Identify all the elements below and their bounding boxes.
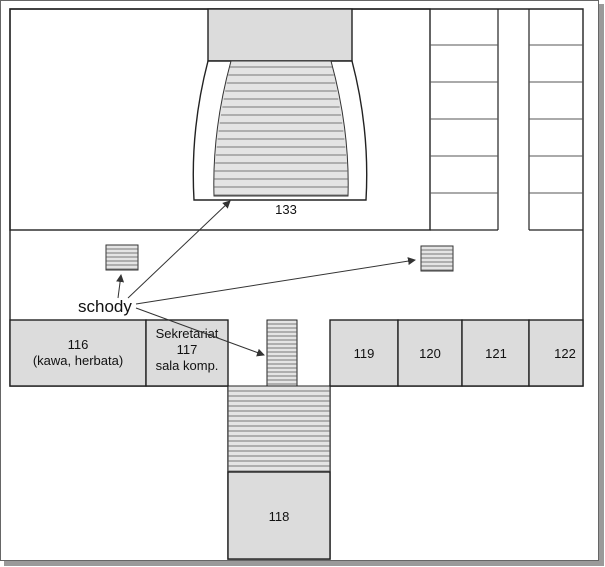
room-119 xyxy=(329,319,399,387)
room-118 xyxy=(227,471,331,560)
room-120-number: 120 xyxy=(419,346,441,361)
room-122 xyxy=(528,319,584,387)
center-stairs-narrow xyxy=(266,319,298,387)
room-118-number: 118 xyxy=(269,509,290,524)
room-117 xyxy=(145,319,229,387)
arrow-to-right-stairs xyxy=(135,257,416,305)
lower-stairs-steps xyxy=(228,390,330,472)
right-grid-cells xyxy=(430,44,583,194)
small-stairs-left xyxy=(105,244,139,271)
arrow-to-center-stairs xyxy=(135,307,265,357)
room-121-number: 121 xyxy=(485,346,507,361)
auditorium-label: 133 xyxy=(275,202,297,217)
center-stairs-steps xyxy=(267,323,297,385)
arrow-to-left-stairs xyxy=(116,274,125,299)
auditorium-stage xyxy=(207,8,353,62)
room-121 xyxy=(461,319,530,387)
room-116-note: (kawa, herbata) xyxy=(33,353,123,368)
lower-stairs xyxy=(227,385,331,473)
room-116 xyxy=(9,319,147,387)
room-117-title: Sekretariat xyxy=(156,326,219,341)
arrow-to-auditorium xyxy=(127,200,231,299)
small-stairs-right xyxy=(420,245,454,272)
room-117-number: 117 xyxy=(177,342,198,357)
room-122-number: 122 xyxy=(554,346,576,361)
stairs-label: schody xyxy=(78,297,132,316)
room-120 xyxy=(397,319,463,387)
auditorium-seating xyxy=(213,60,349,197)
room-116-number: 116 xyxy=(68,337,89,352)
room-117-note: sala komp. xyxy=(156,358,219,373)
auditorium-seat-rows xyxy=(214,66,348,196)
room-119-number: 119 xyxy=(354,346,375,361)
